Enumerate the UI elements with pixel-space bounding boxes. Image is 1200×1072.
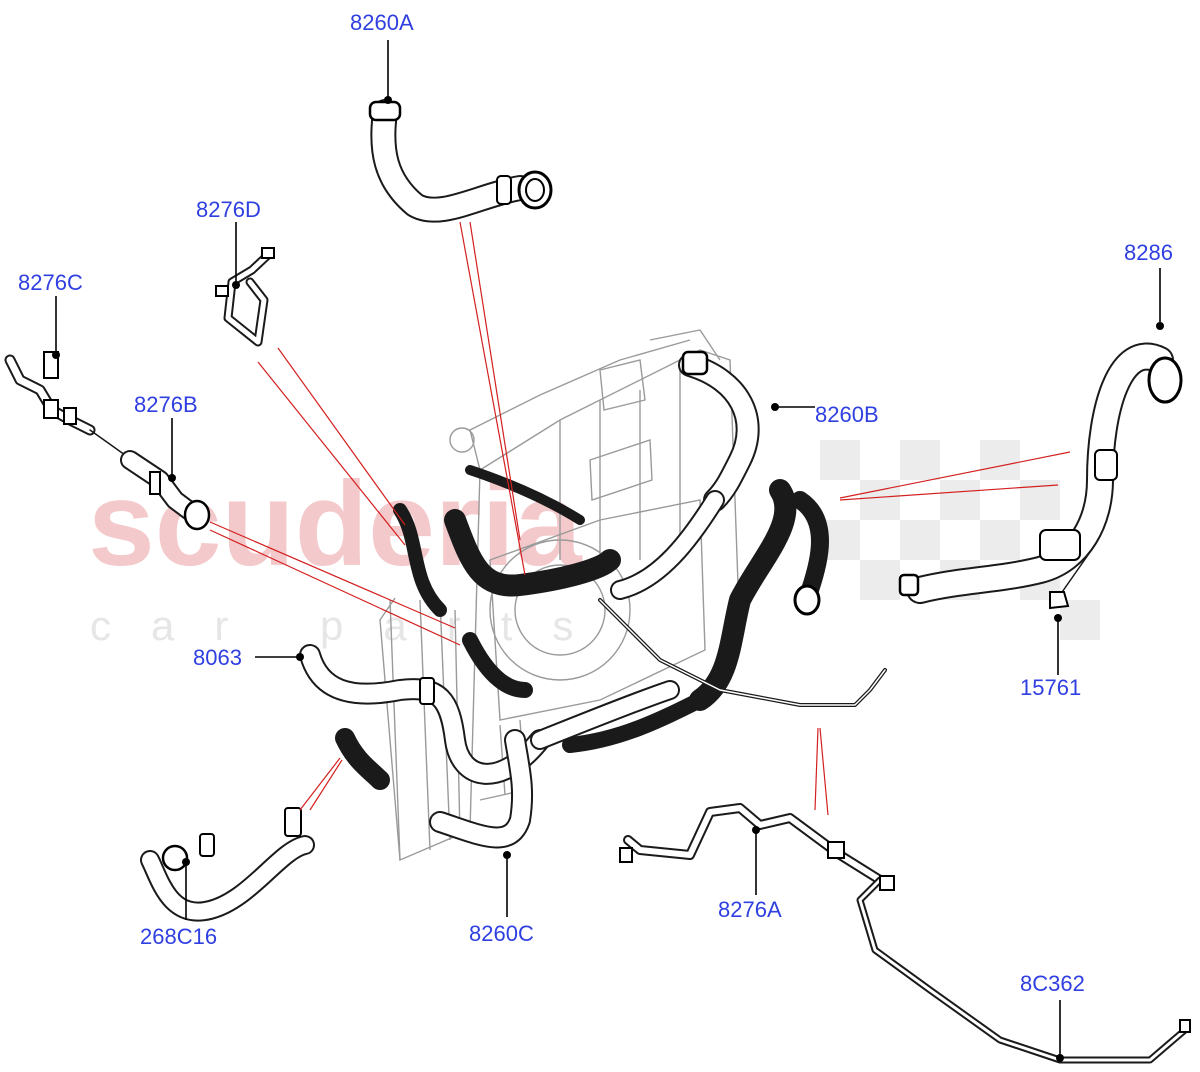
hose-8286[interactable]	[898, 342, 1183, 610]
callout-8276D[interactable]: 8276D	[196, 197, 261, 289]
pointer-lines	[209, 221, 1071, 816]
callout-8276B[interactable]: 8276B	[134, 392, 198, 482]
callout-8276A[interactable]: 8276A	[718, 826, 782, 922]
callout-268C16[interactable]: 268C16	[140, 858, 217, 949]
label-8C362: 8C362	[1020, 971, 1085, 996]
label-8260B: 8260B	[815, 402, 879, 427]
hose-8276B[interactable]	[120, 450, 211, 531]
hose-8260C[interactable]	[335, 728, 534, 849]
callout-8260B[interactable]: 8260B	[771, 402, 879, 427]
hose-8260A[interactable]	[368, 99, 553, 223]
hose-8260B[interactable]	[610, 350, 760, 600]
radiator-assembly	[379, 329, 741, 862]
watermark: scuderia car parts	[88, 440, 1100, 649]
pipe-8276D[interactable]	[215, 247, 275, 347]
hose-black-main[interactable]	[393, 465, 829, 753]
label-8276C: 8276C	[18, 270, 83, 295]
hose-8063[interactable]	[299, 644, 680, 785]
label-8276B: 8276B	[134, 392, 198, 417]
label-268C16: 268C16	[140, 924, 217, 949]
watermark-subtext: car parts	[90, 602, 613, 649]
pipe-8276C[interactable]	[4, 351, 126, 456]
pipe-8C362[interactable]	[856, 875, 1191, 1064]
callout-8260A[interactable]: 8260A	[350, 10, 414, 104]
label-8260A: 8260A	[350, 10, 414, 35]
callout-8276C[interactable]: 8276C	[18, 270, 83, 359]
wire-harness	[598, 598, 887, 707]
callout-8286[interactable]: 8286	[1124, 240, 1173, 330]
label-8260C: 8260C	[469, 921, 534, 946]
hose-268C16[interactable]	[140, 807, 315, 922]
pipe-8276A[interactable]	[619, 803, 885, 885]
label-8276A: 8276A	[718, 897, 782, 922]
label-8286: 8286	[1124, 240, 1173, 265]
callout-8063[interactable]: 8063	[193, 645, 304, 670]
label-15761: 15761	[1020, 675, 1081, 700]
label-8276D: 8276D	[196, 197, 261, 222]
callout-8260C[interactable]: 8260C	[469, 851, 534, 946]
callout-15761[interactable]: 15761	[1020, 614, 1081, 700]
label-8063: 8063	[193, 645, 242, 670]
callout-8C362[interactable]: 8C362	[1020, 971, 1085, 1062]
